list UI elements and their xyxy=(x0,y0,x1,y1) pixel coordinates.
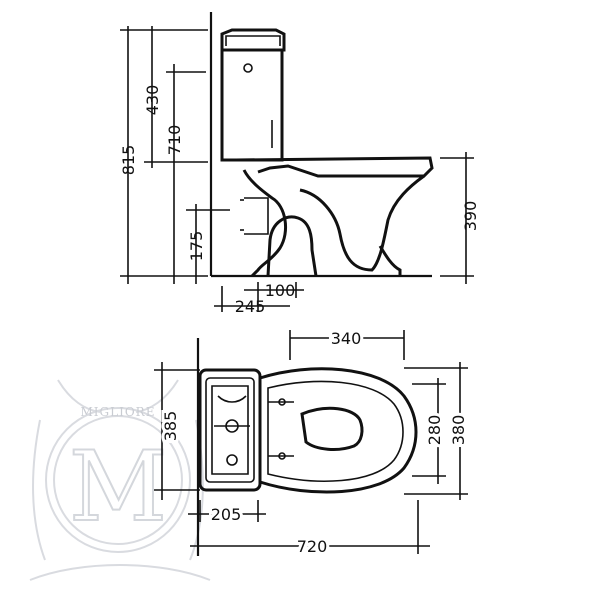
dim-seat-height: 390 xyxy=(461,201,480,232)
dim-tank-width: 385 xyxy=(161,411,180,442)
side-view: 815 430 710 175 390 100 245 xyxy=(119,12,480,316)
watermark-logo: M MIGLIORE xyxy=(29,379,211,581)
cistern xyxy=(220,28,286,162)
dim-seat-hole-spacing: 280 xyxy=(425,415,444,446)
dim-flush-height: 710 xyxy=(165,125,184,156)
dim-total-length: 720 xyxy=(297,537,328,556)
top-dimension-lines xyxy=(154,330,468,554)
dim-total-height: 815 xyxy=(119,145,138,176)
dim-tank-height: 430 xyxy=(143,85,162,116)
watermark-brand: MIGLIORE xyxy=(81,405,156,419)
dim-tank-depth: 205 xyxy=(211,505,242,524)
dim-outlet-offset: 245 xyxy=(235,297,266,316)
dim-bowl-width: 380 xyxy=(449,415,468,446)
watermark-monogram: M xyxy=(69,431,167,543)
cistern-plan xyxy=(198,368,262,492)
dim-outlet-height: 175 xyxy=(187,231,206,262)
dim-outlet-diameter: 100 xyxy=(265,281,296,300)
dim-bowl-length: 340 xyxy=(331,329,362,348)
side-dimension-lines xyxy=(120,26,474,312)
top-view: 340 385 280 380 205 720 xyxy=(154,326,471,559)
pan-plan xyxy=(258,367,418,494)
toilet-pan xyxy=(235,156,434,278)
